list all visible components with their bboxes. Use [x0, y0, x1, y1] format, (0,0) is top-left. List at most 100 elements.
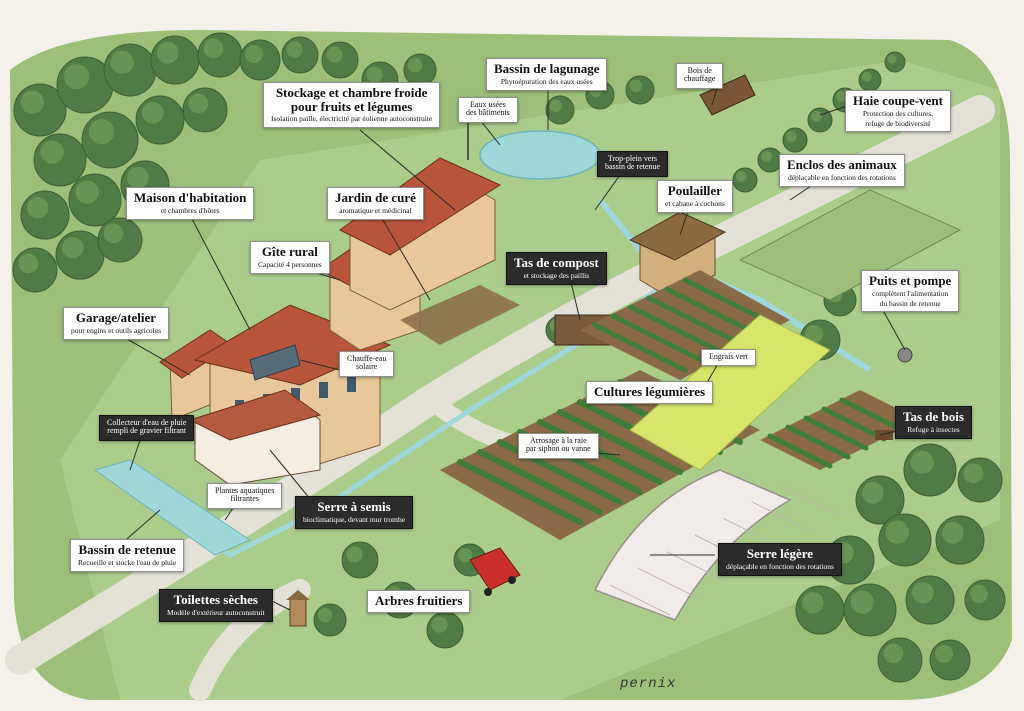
leader-line	[129, 439, 141, 471]
tree-highlight	[458, 548, 473, 563]
tree-highlight	[366, 66, 383, 83]
greenhouse-hoop	[609, 584, 671, 616]
lagoon-pond	[479, 130, 601, 180]
label-arbres-fruitiers: Arbres fruitiers	[367, 590, 471, 613]
tree-highlight	[75, 180, 99, 204]
tree-highlight	[157, 42, 179, 64]
tree-highlight	[18, 253, 39, 274]
tree-highlight	[188, 93, 209, 114]
firewood-pile	[699, 74, 756, 116]
label-garage: Garage/atelier pour engins et outils agr…	[63, 307, 169, 340]
crop-row	[477, 449, 603, 515]
tree-highlight	[935, 645, 953, 663]
tree-highlight	[862, 482, 884, 504]
crop-row	[610, 313, 706, 364]
crop-row	[821, 406, 887, 442]
solar-panel	[249, 344, 301, 381]
tree-highlight	[970, 585, 988, 603]
leader-line	[379, 214, 431, 301]
tree-highlight	[286, 41, 303, 58]
tree-highlight	[736, 171, 747, 182]
leader-line	[119, 334, 191, 376]
greenhouse-hoop	[638, 567, 699, 599]
tree-highlight	[408, 57, 423, 73]
leader-line	[269, 449, 316, 506]
well	[897, 347, 913, 363]
crop-row	[592, 322, 688, 373]
crop-row	[803, 415, 869, 451]
tree-highlight	[861, 71, 872, 82]
label-enclos: Enclos des animaux déplaçable en fonctio…	[779, 154, 905, 187]
crop-row	[839, 397, 905, 433]
dry-toilet	[289, 597, 307, 627]
tree-highlight	[40, 140, 64, 164]
tree-highlight	[27, 197, 49, 219]
tree-highlight	[326, 46, 343, 63]
tree-highlight	[127, 167, 149, 189]
tree-highlight	[811, 111, 822, 122]
red-truck	[469, 547, 521, 591]
greenhouse-hoop	[666, 551, 727, 583]
tree-highlight	[887, 54, 897, 64]
tree-highlight	[885, 520, 909, 544]
crop-row	[646, 295, 742, 346]
tree-highlight	[245, 45, 263, 63]
crop-row	[628, 304, 724, 355]
window	[347, 376, 356, 392]
tree-highlight	[20, 90, 44, 114]
label-engrais-vert: Engrais vert	[701, 349, 756, 367]
lower-path	[189, 579, 311, 701]
tree-highlight	[786, 131, 797, 142]
label-collecteur: Collecteur d'eau de pluie rempli de grav…	[99, 415, 195, 441]
retention-pond	[93, 459, 252, 556]
label-bassin-lagunage: Bassin de lagunage Phytoépuration des ea…	[486, 58, 608, 91]
artist-signature: pernix	[620, 676, 677, 692]
leader-line	[479, 119, 501, 146]
tree-highlight	[761, 151, 772, 162]
herb-garden	[400, 285, 520, 345]
greenhouse-hoop	[779, 484, 841, 516]
tree-highlight	[103, 223, 124, 244]
tree-highlight	[850, 590, 874, 614]
label-maison: Maison d'habitation et chambres d'hôtes	[126, 187, 255, 220]
light-greenhouse	[593, 469, 792, 621]
label-poulailler: Poulailler et cabane à cochons	[657, 180, 733, 213]
leader-line	[189, 214, 251, 331]
label-gite: Gîte rural Capacité 4 personnes	[250, 241, 330, 274]
greenhouse-hoop	[751, 501, 812, 533]
label-arrosage: Arrosage à la raie par siphon ou vanne	[518, 433, 599, 459]
label-haie: Haie coupe-vent Protection des cultures,…	[845, 90, 951, 133]
leader-line	[569, 277, 581, 321]
label-stockage: Stockage et chambre froide pour fruits e…	[263, 82, 441, 129]
truck-wheel	[508, 576, 516, 584]
tree-highlight	[64, 64, 90, 90]
label-bois-chauffage: Bois de chauffage	[676, 63, 724, 89]
label-bassin-retenue: Bassin de retenue Recueille et stocke l'…	[70, 539, 185, 572]
label-tas-bois: Tas de bois Refuge à insectes	[895, 406, 972, 439]
leader-line	[269, 599, 291, 611]
tree-highlight	[910, 450, 934, 474]
tree-highlight	[346, 546, 363, 563]
crop-row	[785, 424, 851, 460]
window	[319, 382, 328, 398]
tree-highlight	[549, 99, 563, 113]
label-serre-semis: Serre à semis bioclimatique, devant mur …	[295, 496, 414, 529]
label-plantes-aquatiques: Plantes aquatiques filtrantes	[207, 483, 283, 509]
label-jardin-cure: Jardin de curé aromatique et médicinal	[327, 187, 424, 220]
label-toilettes: Toilettes sèches Modèle d'extérieur auto…	[159, 589, 273, 622]
tree-highlight	[89, 119, 115, 145]
tree-highlight	[62, 237, 84, 259]
tree-highlight	[629, 79, 643, 93]
main-path	[5, 95, 995, 675]
tree-highlight	[942, 522, 964, 544]
tree-highlight	[805, 325, 823, 343]
crop-row	[457, 459, 583, 525]
window	[291, 388, 300, 404]
leader-line	[879, 304, 906, 351]
label-puits: Puits et pompe complètent l'alimentation…	[861, 270, 960, 313]
label-chauffe-eau: Chauffe-eau solaire	[339, 351, 395, 377]
tree-highlight	[203, 38, 224, 59]
label-serre-legere: Serre légère déplaçable en fonction des …	[718, 543, 842, 576]
leader-line	[594, 174, 621, 211]
